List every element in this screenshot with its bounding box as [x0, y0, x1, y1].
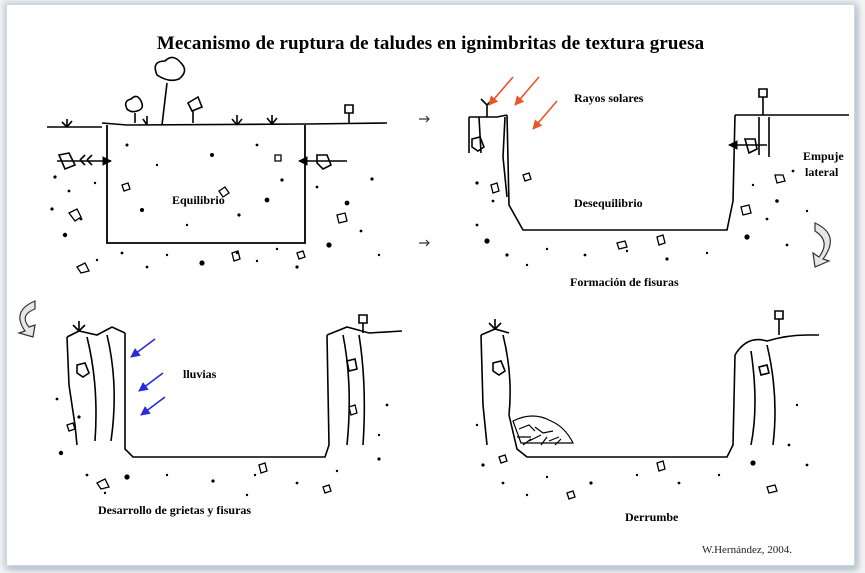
- label-lateral: lateral: [805, 165, 839, 179]
- panel-grietas: [66, 314, 403, 458]
- caption-formacion-fisuras: Formación de fisuras: [570, 275, 679, 289]
- panel-equilibrio-pebbles: [68, 154, 348, 274]
- panel-derrumbe-speckles: [475, 403, 809, 497]
- panel-equilibrio: [47, 56, 388, 244]
- label-rayos-solares: Rayos solares: [574, 91, 644, 105]
- label-equilibrio: Equilibrio: [172, 193, 225, 207]
- flow-arrows: [16, 115, 831, 338]
- label-lluvias: lluvias: [183, 367, 217, 381]
- diagram-frame: Mecanismo de ruptura de taludes en ignim…: [6, 4, 855, 566]
- panel-grietas-pebbles: [66, 404, 358, 494]
- sun-rays: [488, 76, 558, 130]
- diagram-title: Mecanismo de ruptura de taludes en ignim…: [156, 33, 705, 54]
- label-empuje: Empuje: [803, 149, 844, 163]
- panel-equilibrio-speckles: [50, 143, 381, 269]
- panel-desequilibrio-pebbles: [490, 172, 786, 250]
- panel-derrumbe-pebbles: [498, 454, 778, 500]
- panel-desequilibrio: [468, 88, 849, 231]
- panel-desequilibrio-speckles: [475, 169, 809, 267]
- rain-arrows: [130, 338, 166, 416]
- diagram-canvas: [16, 56, 849, 500]
- rubble-pile: [512, 415, 574, 446]
- credit-text: W.Hernández, 2004.: [701, 544, 792, 556]
- caption-derrumbe: Derrumbe: [625, 510, 679, 524]
- panel-derrumbe: [480, 310, 819, 458]
- panel-grietas-speckles: [55, 397, 389, 497]
- caption-desarrollo-grietas: Desarrollo de grietas y fisuras: [98, 503, 252, 517]
- label-desequilibrio: Desequilibrio: [574, 196, 643, 210]
